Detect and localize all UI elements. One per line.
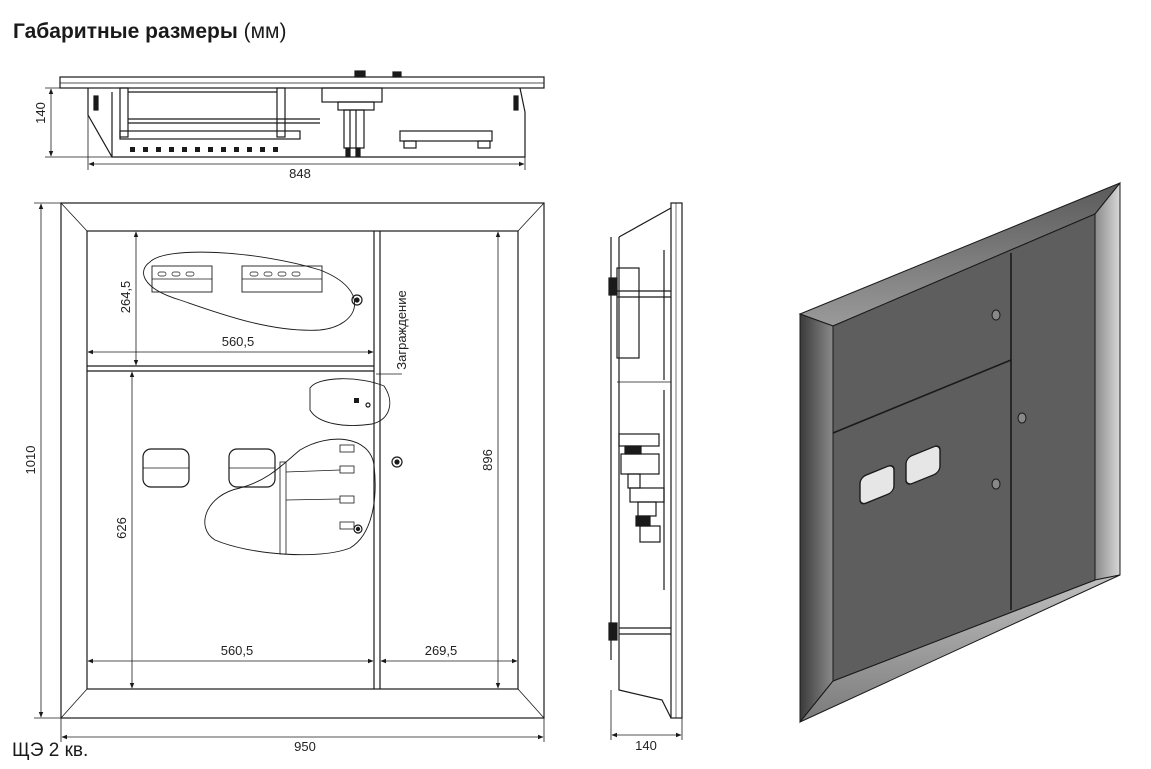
iso-lock-2 xyxy=(1017,412,1027,424)
iso-lock-1 xyxy=(991,309,1001,321)
iso-lock-3 xyxy=(991,478,1001,490)
partition-label: Заграждение xyxy=(394,290,409,369)
partition-cutaway xyxy=(309,378,391,426)
dim-top-height: 140 xyxy=(33,102,48,124)
dim-lower-width: 560,5 xyxy=(221,643,254,658)
front-view xyxy=(60,202,545,719)
dim-right-width: 269,5 xyxy=(425,643,458,658)
dim-front-height: 1010 xyxy=(23,446,38,475)
iso-frame-left xyxy=(799,313,834,724)
lock-right xyxy=(391,456,403,468)
iso-window-2 xyxy=(905,445,941,485)
iso-panel xyxy=(832,213,1096,682)
din-rail-clips xyxy=(130,147,278,152)
title-bold: Габаритные размеры xyxy=(13,20,238,43)
page-title: Габаритные размеры (мм) xyxy=(13,20,286,44)
dim-upper-width: 560,5 xyxy=(222,334,255,349)
side-view-dimensions xyxy=(610,690,683,740)
lock-upper xyxy=(351,294,363,306)
dim-top-width: 848 xyxy=(289,166,311,181)
top-view-dimensions xyxy=(45,87,526,170)
title-unit: (мм) xyxy=(243,20,287,43)
upper-cutaway xyxy=(143,251,355,331)
iso-view xyxy=(798,181,1121,724)
dim-side-depth: 140 xyxy=(635,738,657,753)
lock-lower xyxy=(353,524,363,534)
product-caption: ЩЭ 2 кв. xyxy=(12,740,89,761)
dim-front-width: 950 xyxy=(294,739,316,754)
front-view-dimensions xyxy=(34,202,545,742)
dim-lower-height: 626 xyxy=(114,517,129,539)
dim-right-height: 896 xyxy=(480,449,495,471)
iso-window-1 xyxy=(859,464,895,505)
lower-cutaway xyxy=(204,438,376,556)
side-view xyxy=(608,202,683,719)
dim-upper-height: 264,5 xyxy=(118,281,133,314)
top-view xyxy=(59,70,545,158)
iso-frame-right xyxy=(1094,181,1121,581)
